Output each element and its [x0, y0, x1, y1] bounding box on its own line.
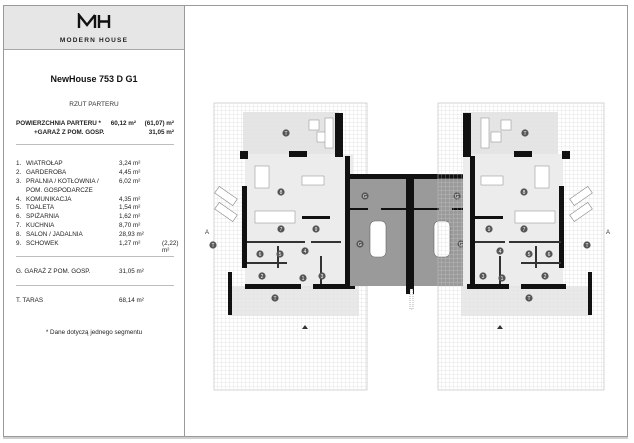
garage-row: G. GARAŻ Z POM. GOSP. 31,05 m²	[16, 268, 144, 275]
floor-plan-drawing: T 8 7 9 T 6 5 4 2 1 3 T	[209, 102, 605, 391]
left-unit: T 8 7 9 T 6 5 4 2 1 3 T	[209, 102, 368, 391]
svg-text:4: 4	[499, 249, 502, 255]
svg-text:8: 8	[280, 190, 283, 196]
section-mark-left: A	[205, 230, 210, 236]
svg-text:4: 4	[304, 249, 307, 255]
project-title: NewHouse 753 D G1	[50, 74, 138, 84]
footnote: * Dane dotyczą jednego segmentu	[45, 329, 143, 336]
logo-text: MODERN HOUSE	[59, 37, 129, 44]
svg-text:9: 9	[315, 227, 318, 233]
svg-text:G: G	[363, 194, 367, 200]
room-row: 3.PRALNIA / KOTŁOWNIA /6,02 m²	[16, 177, 141, 185]
svg-text:2: 2	[261, 274, 264, 280]
svg-text:5: 5	[279, 252, 282, 258]
modern-house-logo-icon	[4, 13, 184, 29]
svg-text:6: 6	[259, 252, 262, 258]
floor-area-alt: (61,07) m²	[144, 120, 174, 127]
plan-subtitle: RZUT PARTERU	[69, 101, 119, 108]
svg-text:3: 3	[321, 274, 324, 280]
svg-text:7: 7	[280, 227, 283, 233]
right-unit: T 8 7 9 T 5 6 4 3 1 2 T	[437, 102, 605, 391]
garage-label: +GARAŻ Z POM. GOSP.	[34, 129, 105, 136]
svg-text:T: T	[523, 131, 526, 137]
info-panel: MODERN HOUSE NewHouse 753 D G1 RZUT PART…	[4, 6, 185, 436]
svg-text:2: 2	[544, 274, 547, 280]
svg-text:T: T	[284, 131, 287, 137]
divider	[16, 256, 174, 257]
svg-text:7: 7	[523, 227, 526, 233]
divider	[16, 144, 174, 145]
garage-value: 31,05 m²	[148, 129, 174, 136]
svg-text:1: 1	[302, 276, 305, 282]
svg-text:8: 8	[523, 190, 526, 196]
svg-text:T: T	[211, 243, 214, 249]
svg-text:1: 1	[501, 276, 504, 282]
logo-band: MODERN HOUSE	[4, 6, 184, 50]
document-frame: MODERN HOUSE NewHouse 753 D G1 RZUT PART…	[3, 5, 628, 437]
svg-text:T: T	[585, 243, 588, 249]
room-row: POM. GOSPODARCZE	[26, 186, 93, 194]
terrace-row: T. TARAS 68,14 m²	[16, 297, 144, 304]
svg-text:9: 9	[488, 227, 491, 233]
svg-text:3: 3	[482, 274, 485, 280]
svg-text:T: T	[527, 296, 530, 302]
area-summary: POWIERZCHNIA PARTERU * 60,12 m² (61,07) …	[16, 120, 174, 138]
floor-area-label: POWIERZCHNIA PARTERU *	[16, 120, 102, 127]
divider	[16, 285, 174, 286]
svg-text:T: T	[273, 296, 276, 302]
floor-plan: T 8 7 9 T 6 5 4 2 1 3 T	[185, 6, 627, 436]
floor-area-value: 60,12 m²	[110, 120, 136, 127]
svg-text:G: G	[358, 242, 362, 248]
section-mark-right: A	[606, 230, 611, 236]
svg-text:5: 5	[528, 252, 531, 258]
svg-text:6: 6	[548, 252, 551, 258]
